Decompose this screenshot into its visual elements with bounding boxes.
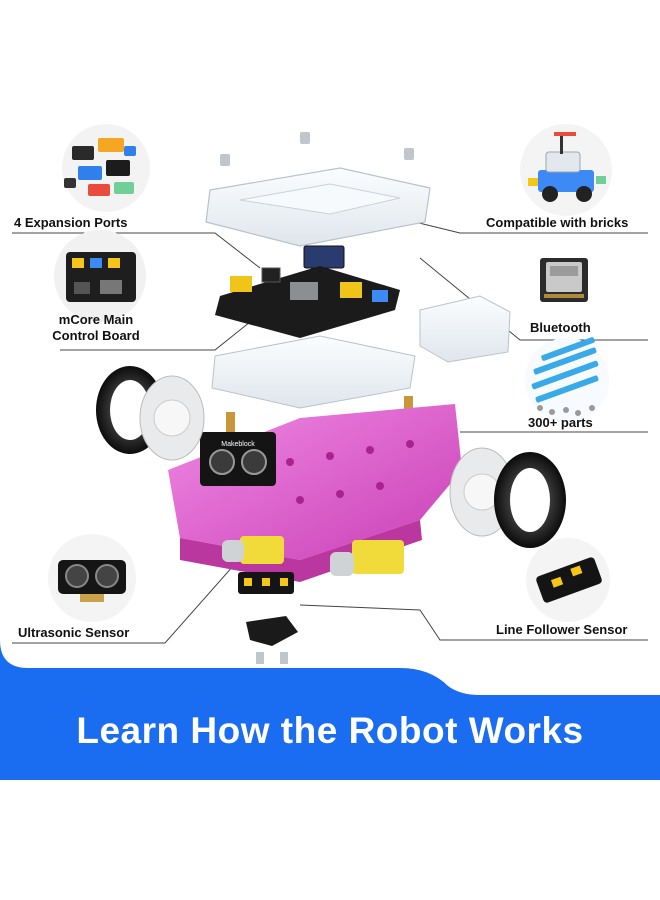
leader-mcore	[60, 317, 256, 351]
thumb-line-follower	[526, 538, 610, 622]
label-mcore-line2: Control Board	[52, 328, 140, 343]
robot-illustration: Makeblock	[96, 132, 566, 664]
caster-part	[246, 616, 298, 646]
right-wheel	[449, 447, 566, 548]
acrylic-middle-plate	[211, 335, 416, 409]
callout-lines	[12, 221, 648, 644]
label-bricks: Compatible with bricks	[486, 215, 629, 230]
label-ultrasonic: Ultrasonic Sensor	[18, 625, 130, 640]
leader-bricks	[414, 221, 648, 234]
thumb-ultrasonic	[48, 534, 136, 622]
label-parts: 300+ parts	[528, 415, 593, 430]
thumb-parts	[525, 337, 609, 422]
leader-expansion-ports	[12, 232, 261, 269]
label-expansion-ports: 4 Expansion Ports	[14, 215, 128, 230]
leader-bluetooth	[419, 257, 648, 341]
motors	[222, 536, 404, 576]
acrylic-side-piece	[419, 295, 511, 363]
leader-line-follower	[299, 604, 648, 641]
left-wheel	[96, 366, 205, 461]
robot-sensor-brand: Makeblock	[221, 441, 255, 448]
label-bluetooth: Bluetooth	[530, 320, 591, 335]
label-mcore-line1: mCore Main	[58, 312, 134, 327]
thumb-expansion-ports	[62, 124, 150, 212]
banner-headline: Learn How the Robot Works	[76, 710, 584, 751]
thumb-bricks-robot	[520, 124, 612, 216]
banner-background	[0, 640, 660, 780]
label-line-follower: Line Follower Sensor	[496, 622, 628, 637]
thumb-mcore	[54, 230, 146, 322]
thumb-bluetooth	[540, 258, 588, 302]
bluetooth-module-part	[303, 245, 345, 269]
